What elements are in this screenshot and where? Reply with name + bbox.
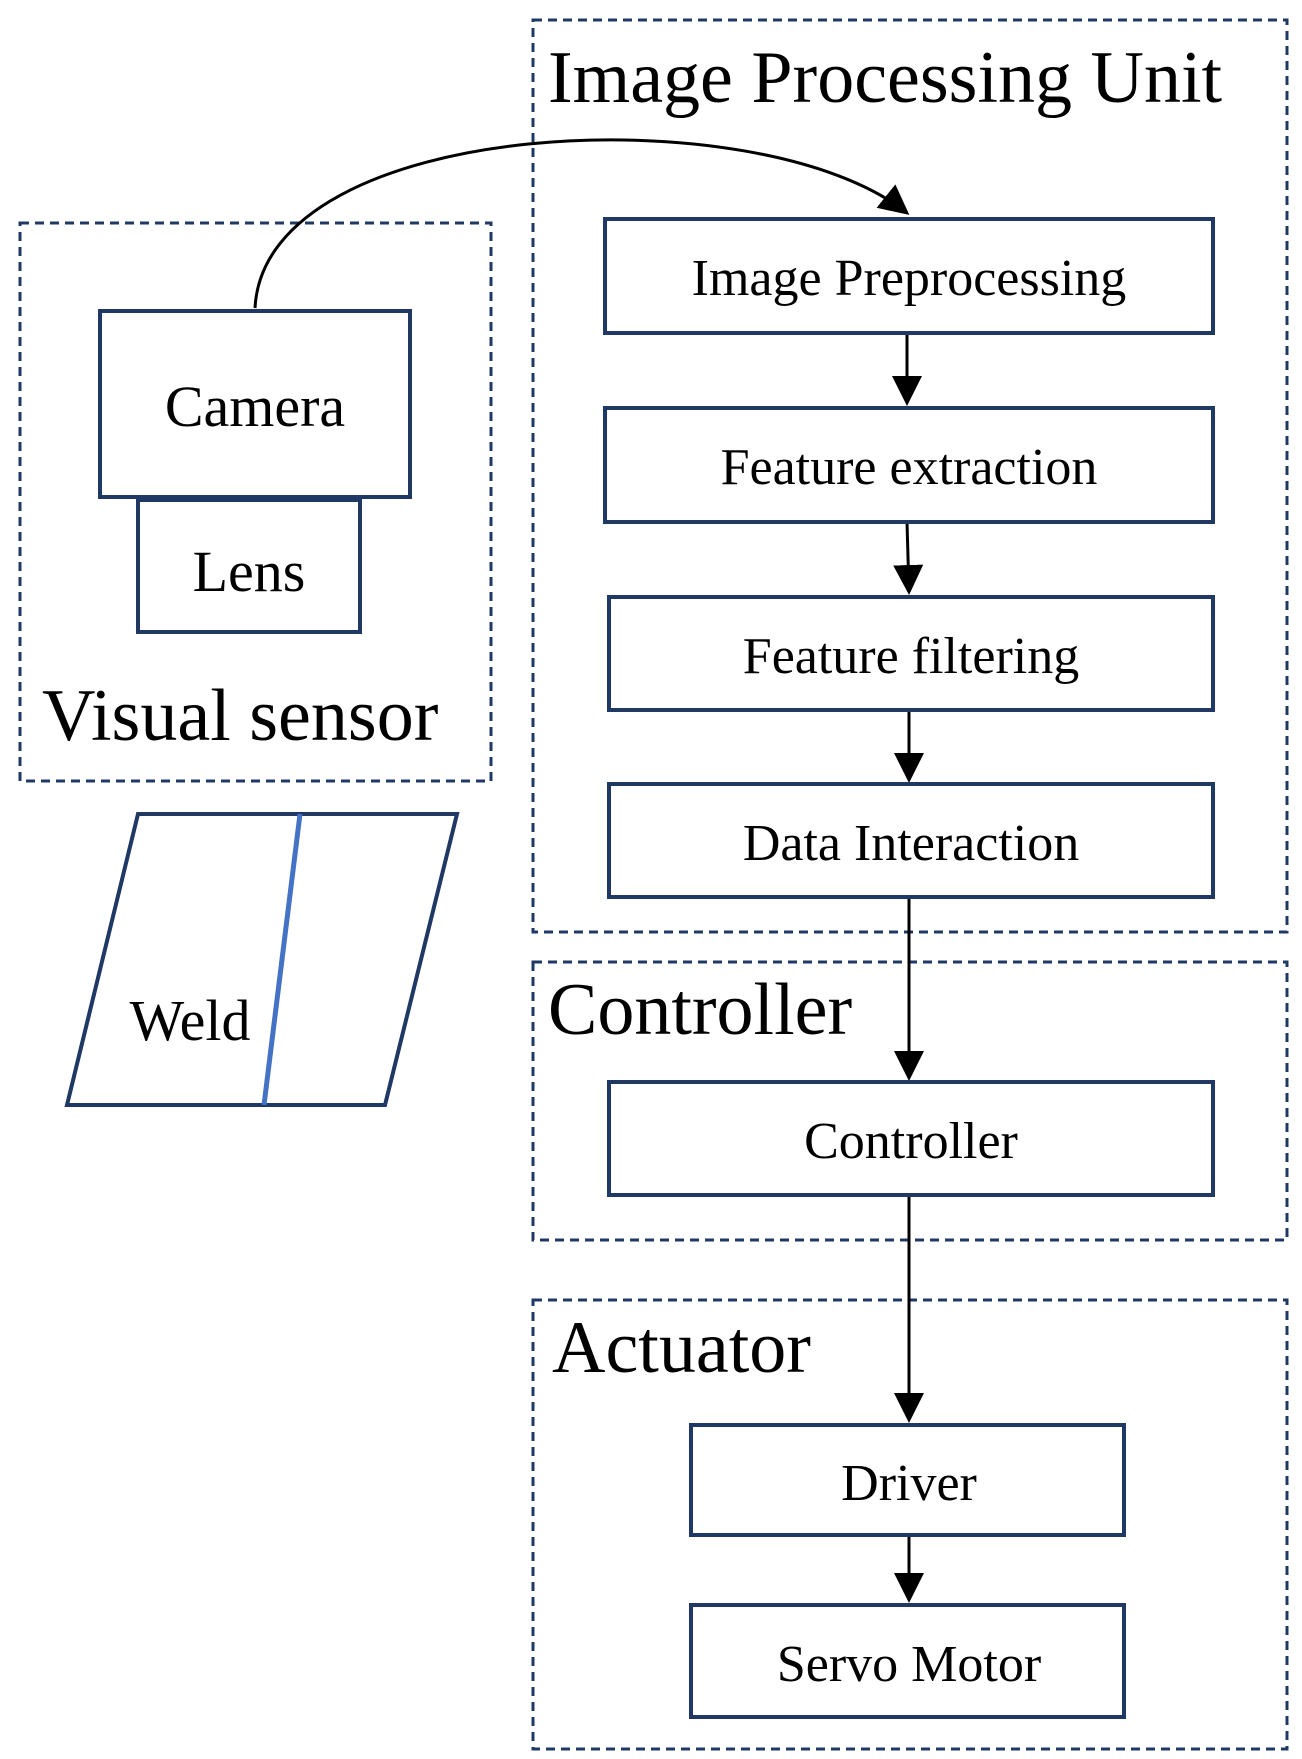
edge-extraction-to-filtering xyxy=(893,521,924,595)
lens-label: Lens xyxy=(193,539,306,604)
weld-seam-line xyxy=(261,813,303,1106)
controller-label: Controller xyxy=(804,1113,1018,1170)
visual-sensor-title: Visual sensor xyxy=(42,675,438,757)
feature-filtering-label: Feature filtering xyxy=(743,628,1079,685)
image-processing-unit-title: Image Processing Unit xyxy=(548,37,1223,119)
driver-box xyxy=(689,1423,1126,1537)
camera-label: Camera xyxy=(165,374,345,439)
edge-camera-to-preprocessing xyxy=(253,138,910,309)
data-interaction-label: Data Interaction xyxy=(743,815,1079,872)
image-preprocessing-label: Image Preprocessing xyxy=(692,250,1127,307)
feature-filtering-box xyxy=(607,595,1215,712)
weld-label: Weld xyxy=(130,988,251,1053)
controller-group-title: Controller xyxy=(548,969,852,1051)
weld-workpiece-shape xyxy=(64,812,460,1107)
servo-motor-label: Servo Motor xyxy=(777,1636,1041,1693)
visual-sensor-frame xyxy=(18,221,493,783)
lens-box xyxy=(136,498,362,634)
servo-motor-box xyxy=(689,1603,1126,1719)
feature-extraction-label: Feature extraction xyxy=(721,439,1098,496)
feature-extraction-box xyxy=(603,406,1215,524)
actuator-title: Actuator xyxy=(552,1307,811,1389)
driver-label: Driver xyxy=(841,1455,977,1512)
data-interaction-box xyxy=(607,782,1215,899)
controller-box xyxy=(607,1080,1215,1197)
image-preprocessing-box xyxy=(603,217,1215,335)
camera-box xyxy=(98,309,412,499)
